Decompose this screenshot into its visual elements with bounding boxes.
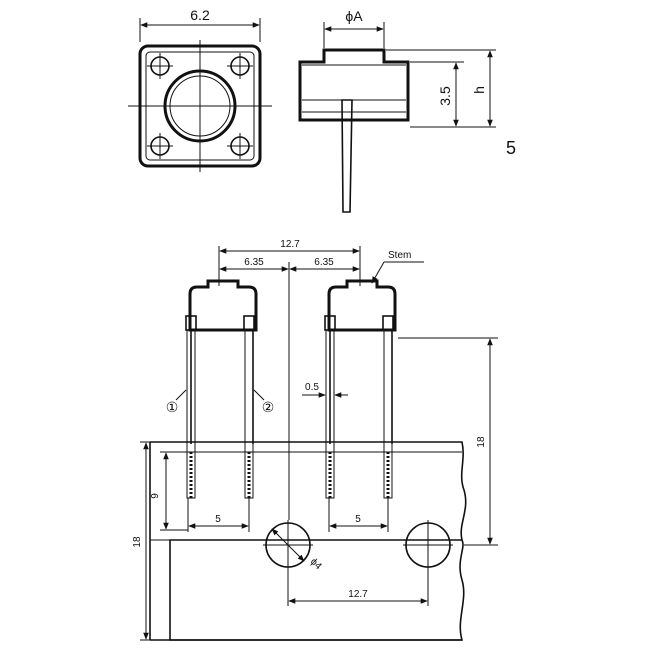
side-view: ϕA 3.5 h — [298, 8, 496, 213]
mounting-drawing: 12.7 6.35 6.35 Stem 0.5 ① ② 5 5 18 — [132, 239, 498, 641]
pin-spacing-right-label: 5 — [355, 514, 361, 525]
top-view: 6.2 — [128, 7, 272, 172]
right-switch — [324, 279, 397, 499]
pin-1-label: ① — [166, 399, 179, 415]
left-depth-label: 9 — [150, 493, 161, 499]
left-height-label: 18 — [132, 536, 143, 548]
pin-2-label: ② — [262, 399, 275, 415]
pitch-total-label: 12.7 — [280, 239, 300, 250]
stem-label: Stem — [388, 250, 411, 261]
hole-pitch-label: 12.7 — [348, 589, 368, 600]
left-switch — [185, 279, 258, 499]
h-label: h — [471, 86, 487, 94]
top-width-label: 6.2 — [190, 7, 210, 23]
pin-spacing-left-label: 5 — [215, 514, 221, 525]
pitch-right-label: 6.35 — [314, 257, 334, 268]
pitch-left-label: 6.35 — [244, 257, 264, 268]
pin-thickness-label: 0.5 — [305, 382, 319, 393]
diameter-label: ϕA — [345, 8, 363, 24]
hole-left — [263, 520, 313, 570]
right-height-label: 18 — [476, 436, 487, 448]
variant-number: 5 — [506, 138, 516, 158]
hole-diameter-label: ϕ4 — [308, 556, 324, 572]
height-label-3-5: 3.5 — [437, 86, 453, 106]
hole-right — [403, 520, 453, 570]
